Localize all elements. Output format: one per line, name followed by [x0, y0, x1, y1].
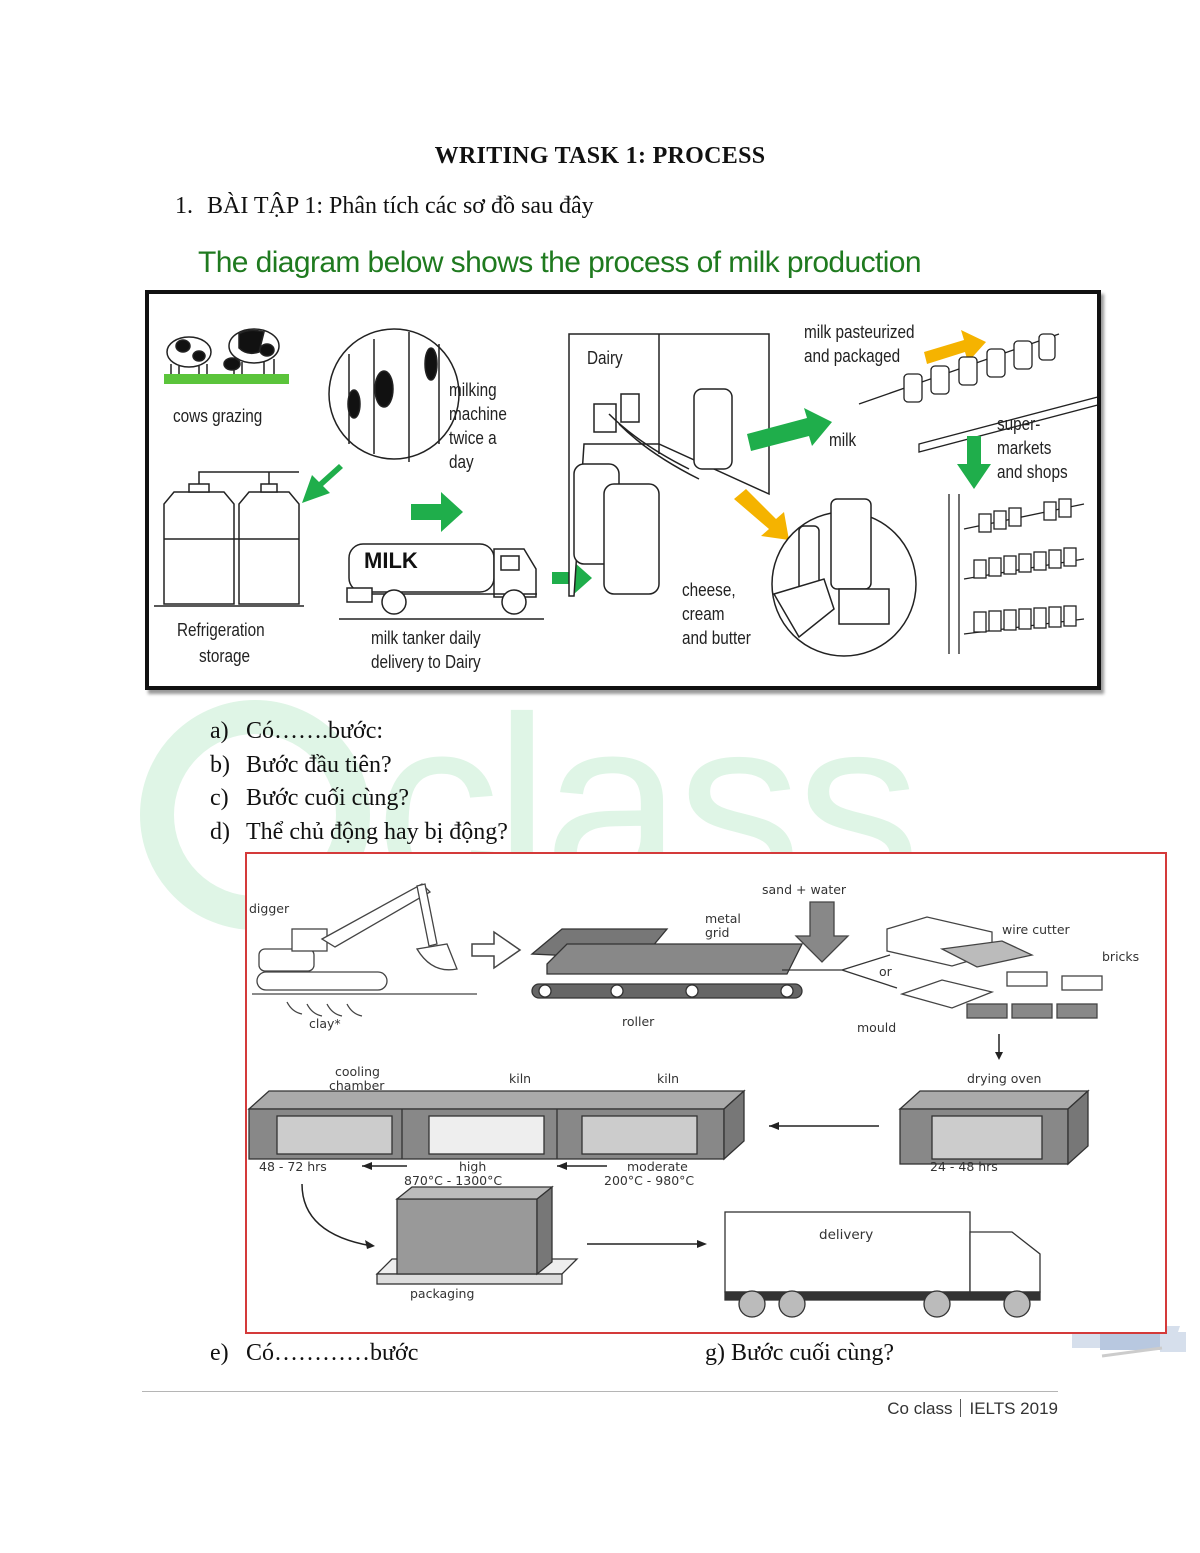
digger-icon: [252, 883, 477, 1017]
footer-course: IELTS 2019: [969, 1399, 1058, 1418]
label-bricks: bricks: [1102, 949, 1140, 964]
label-packaging: packaging: [410, 1286, 475, 1301]
arrow-to-tanker-icon: [411, 492, 463, 532]
label-roller: roller: [622, 1014, 655, 1029]
label-supermarkets-2: markets: [997, 438, 1052, 458]
label-or: or: [879, 964, 892, 979]
footer-divider: [142, 1391, 1058, 1392]
arrow-to-milk-icon: [747, 408, 832, 451]
questions-list-1: a)Có…….bước: b)Bước đầu tiên? c)Bước cuố…: [210, 715, 508, 849]
question-b: b)Bước đầu tiên?: [210, 751, 392, 778]
milk-tanker-icon: [339, 543, 544, 620]
milk-diagram-illustration: MILK: [154, 328, 1097, 657]
brick-production-diagram: digger clay* metal grid roller sand + wa…: [245, 852, 1167, 1334]
arrow-to-storage-icon: [302, 464, 343, 503]
refrigeration-tanks-icon: [154, 471, 304, 607]
document-title: WRITING TASK 1: PROCESS: [434, 143, 766, 169]
label-delivery: delivery: [819, 1227, 874, 1243]
truck-milk-text: MILK: [364, 548, 418, 573]
label-supermarkets-3: and shops: [997, 462, 1068, 482]
label-pasteurized-2: and packaged: [804, 346, 901, 366]
label-wire-cutter: wire cutter: [1002, 922, 1070, 937]
kiln-chambers-icon: [247, 1089, 746, 1161]
label-milking-3: twice a: [449, 428, 497, 448]
label-cooling: cooling: [335, 1064, 380, 1079]
label-milk: milk: [829, 430, 857, 450]
arrow-to-packaging-icon: [301, 1183, 373, 1247]
sand-water-arrow-icon: [794, 901, 850, 963]
grass-icon: [164, 374, 289, 384]
label-moderate: moderate: [627, 1159, 688, 1174]
arrow-to-grid-icon: [471, 930, 522, 970]
label-milking-1: milking: [449, 380, 497, 400]
question-g: g) Bước cuối cùng?: [705, 1340, 894, 1366]
delivery-truck-icon: [724, 1211, 1041, 1318]
question-e: e)Có…………bước: [210, 1340, 419, 1366]
label-chamber: chamber: [329, 1078, 385, 1093]
label-cheese-3: and butter: [682, 628, 751, 648]
arrow-to-shelf-icon: [924, 330, 986, 364]
packaged-bottles-icon: [858, 333, 1097, 453]
packaging-pallet-icon: [375, 1185, 579, 1285]
arrow-to-dairy-products-icon: [734, 489, 789, 540]
exercise-heading: 1. BÀI TẬP 1: Phân tích các sơ đồ sau đây: [175, 193, 594, 220]
label-sand-water: sand + water: [762, 882, 847, 897]
label-milking-4: day: [449, 452, 474, 472]
label-high-temp: 870°C - 1300°C: [404, 1173, 503, 1188]
label-milking-2: machine: [449, 404, 507, 424]
label-high: high: [459, 1159, 487, 1174]
roller-conveyor-icon: [530, 928, 804, 999]
label-digger: digger: [249, 901, 290, 916]
exercise-label: BÀI TẬP 1: Phân tích các sơ đồ sau đây: [207, 193, 594, 219]
drying-oven-icon: [898, 1089, 1090, 1166]
exercise-number: 1.: [175, 193, 193, 219]
cows-icon: [166, 328, 280, 382]
dairy-products-icon: [771, 498, 917, 657]
question-d: d)Thể chủ động hay bị động?: [210, 818, 508, 845]
label-cheese-2: cream: [682, 604, 725, 624]
label-mould: mould: [857, 1020, 897, 1035]
label-cheese-1: cheese,: [682, 580, 736, 600]
label-tanker-1: milk tanker daily: [371, 628, 481, 648]
label-tanker-2: delivery to Dairy: [371, 652, 481, 672]
label-storage-1: Refrigeration: [177, 620, 265, 640]
milking-machine-icon: [328, 328, 460, 462]
brick-diagram-illustration: [247, 883, 1103, 1318]
label-supermarkets-1: super-: [997, 414, 1041, 434]
label-clay: clay*: [309, 1016, 341, 1031]
question-a: a)Có…….bước:: [210, 718, 384, 744]
label-drying-oven: drying oven: [967, 1071, 1042, 1086]
dairy-plant-icon: [568, 333, 770, 597]
wire-cutter-and-mould-icon: [886, 916, 1103, 1019]
milk-production-diagram: MILK: [145, 290, 1101, 690]
supermarket-shelves-icon: [948, 494, 1085, 654]
label-moderate-temp: 200°C - 980°C: [604, 1173, 695, 1188]
arrow-to-shops-icon: [957, 436, 991, 489]
label-grid: grid: [705, 925, 730, 940]
label-cooling-time: 48 - 72 hrs: [259, 1159, 327, 1174]
label-kiln-moderate: kiln: [657, 1071, 680, 1086]
label-cows-grazing: cows grazing: [173, 406, 263, 426]
label-metal: metal: [705, 911, 741, 926]
question-c: c)Bước cuối cùng?: [210, 785, 409, 811]
label-kiln-high: kiln: [509, 1071, 532, 1086]
label-pasteurized-1: milk pasteurized: [804, 322, 915, 342]
footer-brand: Co class: [887, 1399, 953, 1418]
or-split-arrows-icon: [782, 954, 898, 989]
milk-diagram-title: The diagram below shows the process of m…: [198, 246, 922, 279]
label-drying-time: 24 - 48 hrs: [930, 1159, 998, 1174]
label-storage-2: storage: [199, 646, 251, 666]
label-dairy: Dairy: [587, 348, 623, 368]
page-footer: Co class IELTS 2019: [887, 1399, 1058, 1419]
footer-separator: [960, 1399, 962, 1417]
